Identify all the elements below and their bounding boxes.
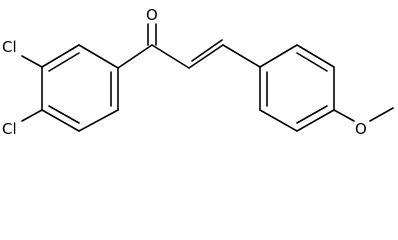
chemical-structure-diagram: Cl Cl O O [2,6,394,138]
ring1-bond [41,109,80,132]
methoxyphenyl-ring [259,44,335,132]
ring1-bond [41,44,80,68]
methoxy-oxygen-atom: O [355,120,367,138]
c-cl-bond-bottom [21,109,43,122]
carbonyl-oxygen-atom: O [146,6,158,24]
c-cl-bond-top [21,55,43,68]
carbonyl-alpha-bond [151,44,190,69]
dichlorophenyl-ring [41,44,119,132]
chlorine-atom-top: Cl [2,38,17,56]
ring2-bond [259,44,298,68]
ring2-bond [259,109,298,132]
ring1-double-bond [48,52,80,72]
ring-methoxy-bond [333,109,355,122]
alkene-double-bond [188,44,224,69]
chlorine-atom-bottom: Cl [2,120,17,138]
ring1-bond [78,44,119,69]
alkene-double-bond [191,39,223,62]
ring2-bond [296,44,335,68]
ring2-double-bond [296,52,328,72]
ring1-bond [78,109,119,132]
ring2-double-bond [296,105,328,124]
alkene-ring-bond [222,44,261,68]
methyl-bond [369,107,394,122]
ring-carbonyl-bond [117,44,153,69]
ring2-bond [296,109,335,132]
ring1-double-bond [48,105,80,124]
